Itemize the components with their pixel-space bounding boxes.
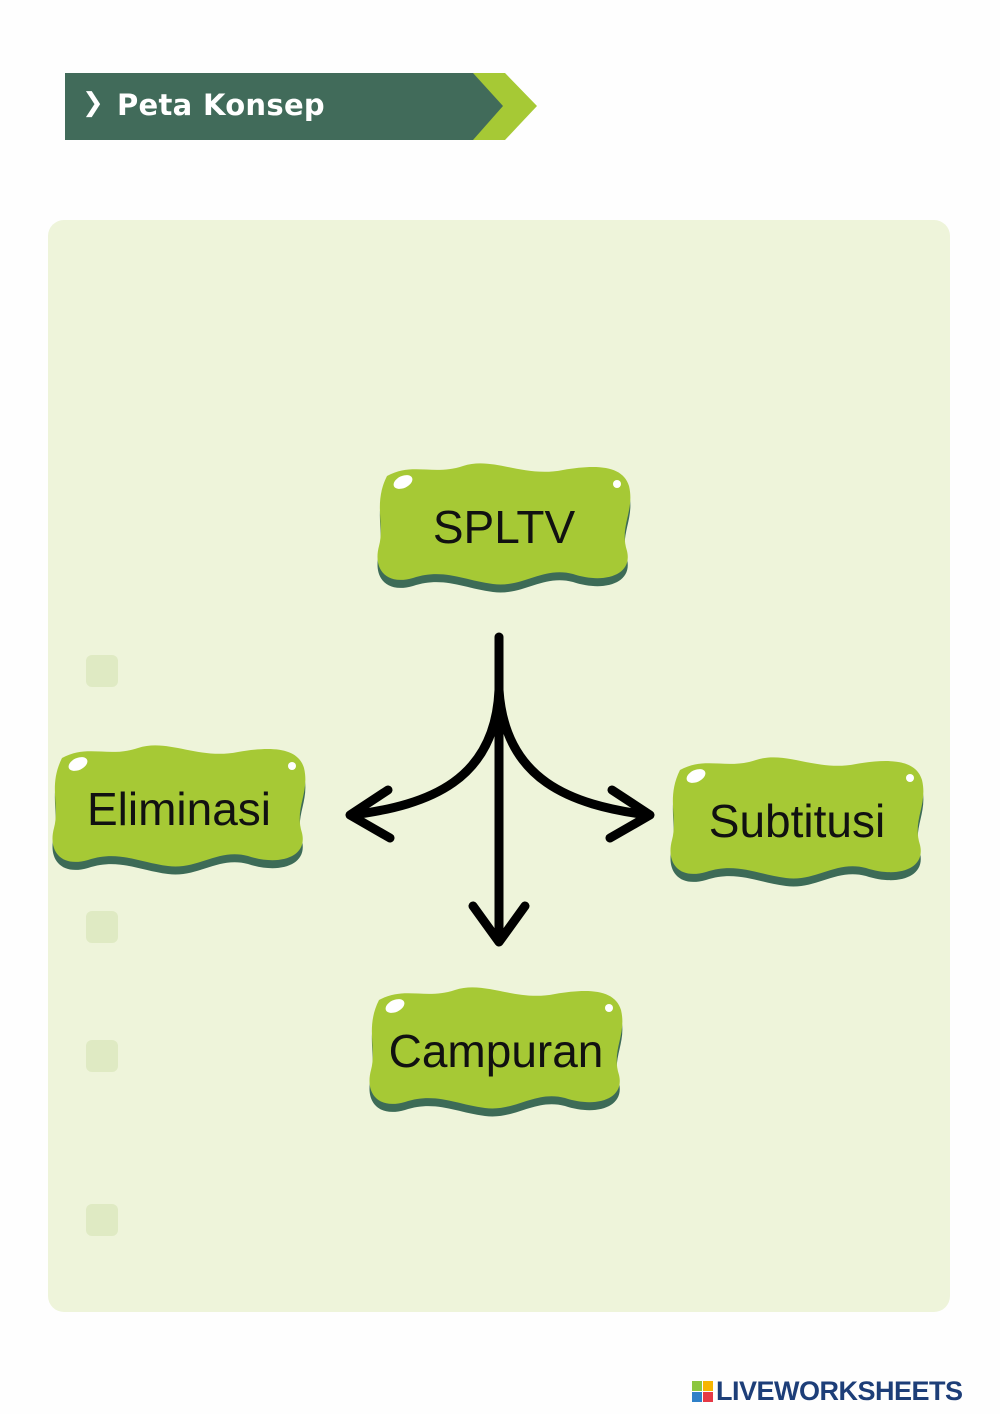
banner-shape [65, 73, 537, 140]
node-label: Campuran [388, 1025, 604, 1077]
chevron-right-icon: ❯ [82, 88, 104, 118]
node-subtitusi: Subtitusi [666, 750, 928, 895]
arrowhead-down [468, 901, 530, 947]
decor-square [86, 1204, 118, 1236]
arrow-left [347, 685, 504, 820]
page-title: Peta Konsep [117, 88, 325, 122]
node-eliminasi: Eliminasi [48, 738, 310, 883]
node-spltv: SPLTV [373, 456, 635, 601]
decor-square [86, 1040, 118, 1072]
decor-square [86, 655, 118, 687]
arrowhead-right [605, 785, 655, 843]
decor-square [86, 911, 118, 943]
brand-text: LIVEWORKSHEETS [716, 1375, 963, 1406]
node-label: Eliminasi [86, 783, 272, 835]
arrow-right [494, 685, 653, 820]
liveworksheets-logo: LIVEWORKSHEETS [692, 1376, 963, 1406]
node-label: Subtitusi [708, 795, 886, 847]
logo-icon [692, 1380, 713, 1402]
arrowhead-left [345, 785, 395, 843]
node-label: SPLTV [432, 501, 576, 553]
node-campuran: Campuran [365, 980, 627, 1125]
section-banner [65, 73, 537, 140]
